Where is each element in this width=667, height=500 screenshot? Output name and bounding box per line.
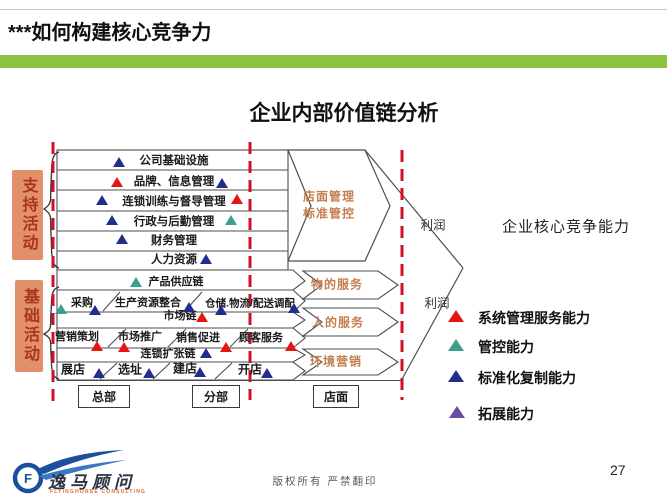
svg-text:F: F <box>24 471 32 486</box>
top-divider <box>0 9 667 10</box>
capability-marker-navy <box>215 178 228 188</box>
primary-market-promotion: 市场推广 <box>118 331 162 343</box>
profit-label-bottom: 利润 <box>424 296 450 311</box>
segment-dividers <box>99 291 249 380</box>
primary-warehouse-logistics: 仓储.物流/配送调配 <box>205 297 295 310</box>
support-row-hr: 人力资源 <box>151 254 197 266</box>
capability-marker-red <box>117 342 130 352</box>
store-mgmt-label-line1: 店面管理 <box>302 189 356 204</box>
capability-marker-navy <box>214 305 227 315</box>
legend-red-triangle-icon <box>448 310 464 322</box>
capability-marker-navy <box>115 234 128 244</box>
capability-marker-navy <box>199 254 212 264</box>
primary-site-selection: 选址 <box>117 362 143 377</box>
legend-control-capability: 管控能力 <box>478 339 534 355</box>
support-row-admin: 行政与后勤管理 <box>133 216 215 228</box>
legend-standardized-replication: 标准化复制能力 <box>478 370 576 386</box>
support-row-brand-info: 品牌、信息管理 <box>133 176 215 188</box>
legend-purple-triangle-icon <box>449 406 465 418</box>
capability-marker-navy <box>287 303 300 313</box>
capability-marker-navy <box>92 368 105 378</box>
primary-expansion-chain: 连锁扩张链 <box>140 348 196 360</box>
primary-marketing-planning: 营销策划 <box>55 331 99 343</box>
org-box-branch: 分部 <box>192 385 240 408</box>
logo-company-name-en: FLYINGHORSE CONSULTING <box>50 489 147 495</box>
profit-arrow-edges <box>364 149 464 382</box>
capability-marker-navy <box>105 215 118 225</box>
primary-market-chain: 市场链 <box>163 310 197 322</box>
capability-marker-navy <box>193 367 206 377</box>
legend-expansion-capability: 拓展能力 <box>478 406 534 422</box>
org-box-store: 店面 <box>313 385 359 408</box>
capability-marker-navy <box>142 368 155 378</box>
diagram-title: 企业内部价值链分析 <box>249 102 439 125</box>
primary-sales-promotion: 销售促进 <box>176 332 220 344</box>
primary-store-building: 建店 <box>172 361 198 376</box>
profit-label-top: 利润 <box>420 218 446 233</box>
capability-marker-navy <box>260 368 273 378</box>
logo-company-name: 逸马顾问 <box>48 473 136 492</box>
capability-marker-red <box>90 341 103 351</box>
support-row-finance: 财务管理 <box>151 235 197 247</box>
capability-marker-navy <box>88 305 101 315</box>
primary-activities-block <box>56 269 401 382</box>
side-label-support-activities: 支持活动 <box>12 170 43 260</box>
legend-teal-triangle-icon <box>448 339 464 351</box>
service-arrows <box>301 270 400 376</box>
legend-system-management: 系统管理服务能力 <box>478 310 590 326</box>
capability-marker-teal <box>224 215 237 225</box>
capability-marker-teal <box>129 277 142 287</box>
org-box-headquarters: 总部 <box>78 385 130 408</box>
capability-marker-red <box>219 342 232 352</box>
capability-marker-red <box>110 177 123 187</box>
capability-marker-red <box>195 312 208 322</box>
row-braces <box>42 151 60 380</box>
support-row-infrastructure: 公司基础设施 <box>139 155 209 167</box>
service-arrow-goods: 物的服务 <box>310 277 364 292</box>
core-competence-label: 企业核心竞争能力 <box>501 218 631 236</box>
capability-marker-navy <box>112 157 125 167</box>
service-arrow-people: 人的服务 <box>311 315 365 330</box>
accent-bar <box>0 55 667 68</box>
phase-divider-lines <box>51 142 404 406</box>
primary-procurement: 采购 <box>71 297 93 309</box>
primary-supply-chain: 产品供应链 <box>148 276 204 288</box>
copyright-text: 版权所有 严禁翻印 <box>272 475 378 488</box>
support-row-training: 连锁训练与督导管理 <box>122 196 226 208</box>
capability-marker-navy <box>199 348 212 358</box>
side-label-primary-activities: 基础活动 <box>15 280 43 372</box>
capability-marker-red <box>230 194 243 204</box>
page-title: ***如何构建核心竞争力 <box>8 22 212 44</box>
primary-customer-service: 顾客服务 <box>239 332 283 344</box>
primary-store-launch: 开店 <box>237 362 263 377</box>
store-mgmt-label-line2: 标准管控 <box>302 206 356 221</box>
capability-marker-red <box>284 341 297 351</box>
legend-navy-triangle-icon <box>448 370 464 382</box>
company-logo: F <box>12 450 126 494</box>
capability-marker-navy <box>182 302 195 312</box>
page-number: 27 <box>610 462 626 478</box>
capability-marker-navy <box>95 195 108 205</box>
capability-marker-teal <box>54 304 67 314</box>
primary-store-opening: 展店 <box>60 362 86 377</box>
primary-resource-integration: 生产资源整合 <box>115 297 181 309</box>
service-arrow-environment: 环境营销 <box>309 354 363 369</box>
